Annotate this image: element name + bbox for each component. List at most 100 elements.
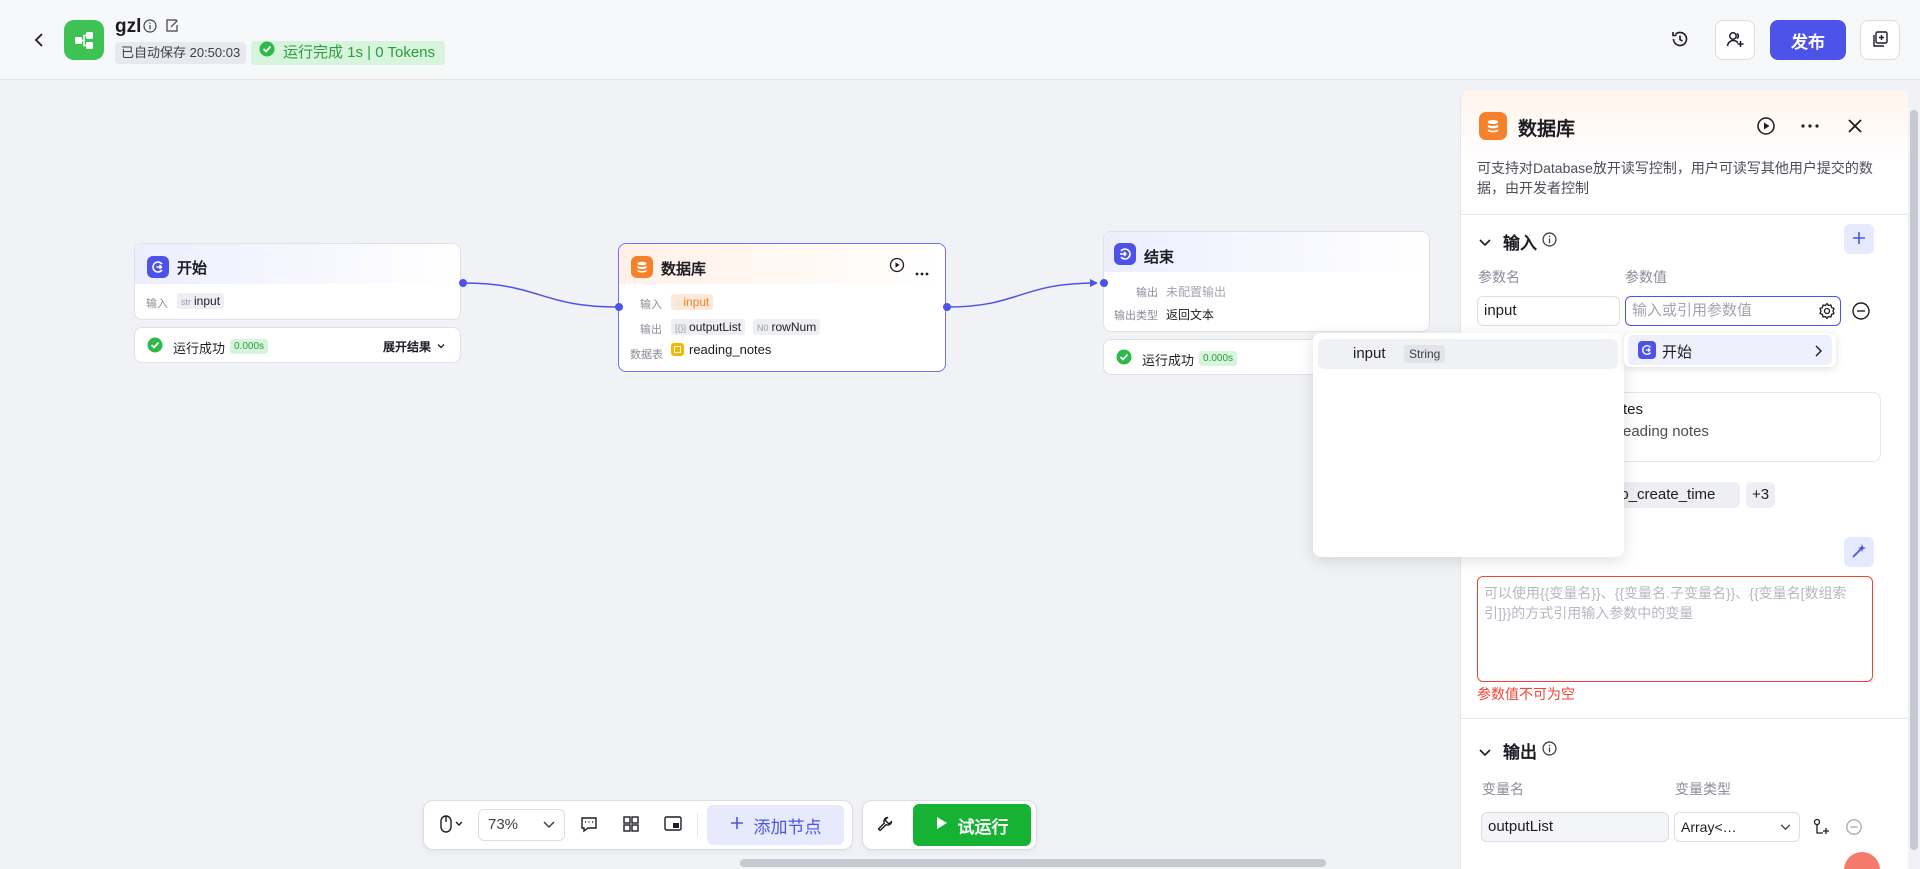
db-input-name: input	[683, 295, 710, 309]
table-card-title: tes	[1623, 401, 1644, 418]
edit-icon[interactable]	[165, 19, 179, 36]
source-node-option[interactable]: 开始	[1628, 335, 1832, 365]
node-run-icon[interactable]	[889, 257, 905, 276]
end-node-title: 结束	[1144, 249, 1175, 266]
output-var-name[interactable]: outputList	[1481, 812, 1669, 842]
end-output-label: 输出	[1136, 287, 1158, 299]
field-chip: io_create_time	[1611, 482, 1740, 508]
info-icon[interactable]	[1542, 232, 1557, 250]
db-output-2-type: N0	[757, 323, 769, 333]
comment-icon	[580, 815, 598, 836]
minimap-icon	[663, 815, 683, 836]
add-input-button[interactable]	[1844, 224, 1874, 254]
remove-param-icon[interactable]	[1851, 301, 1871, 324]
app-title: gzl	[115, 16, 142, 37]
variable-option-name: input	[1353, 345, 1386, 362]
collapse-output-icon[interactable]	[1479, 745, 1491, 761]
back-icon[interactable]	[28, 28, 52, 52]
play-icon	[936, 815, 948, 835]
end-output-type-label: 输出类型	[1114, 310, 1158, 322]
param-value-field[interactable]: 输入或引用参数值	[1625, 296, 1841, 326]
info-icon[interactable]	[1542, 741, 1557, 759]
variable-option[interactable]: input String	[1318, 339, 1618, 369]
db-input-label: 输入	[640, 299, 662, 311]
source-node-popover: 开始	[1624, 333, 1836, 367]
db-output-label: 输出	[640, 324, 662, 336]
output-var-type: Array<…	[1681, 819, 1737, 835]
sql-input[interactable]: 可以使用{{变量名}}、{{变量名.子变量名}}、{{变量名[数组索引]}}的方…	[1477, 576, 1873, 682]
debug-settings-button[interactable]	[873, 813, 897, 837]
db-output-2-name: rowNum	[771, 320, 817, 334]
db-input-tag: ◌input	[671, 294, 714, 310]
start-node-title: 开始	[177, 260, 208, 277]
chevron-down-icon	[543, 821, 555, 829]
start-icon	[147, 256, 169, 278]
expand-result-button[interactable]: 展开结果	[383, 338, 446, 355]
end-output-type-value: 返回文本	[1166, 308, 1215, 322]
copy-icon	[1871, 30, 1889, 51]
auto-layout-button[interactable]	[619, 813, 643, 837]
try-run-label: 试运行	[957, 817, 1009, 837]
end-icon	[1114, 243, 1136, 265]
avatar[interactable]	[1844, 852, 1880, 869]
db-table-label: 数据表	[630, 349, 663, 361]
minimap-button[interactable]	[661, 813, 685, 837]
db-output-port[interactable]	[943, 303, 951, 311]
sql-error-message: 参数值不可为空	[1477, 686, 1575, 702]
close-icon[interactable]	[1843, 114, 1867, 138]
history-button[interactable]	[1660, 20, 1700, 60]
plus-icon	[1852, 231, 1866, 248]
db-input-port[interactable]	[615, 303, 623, 311]
start-output-port[interactable]	[459, 279, 467, 287]
magic-icon	[1851, 543, 1867, 562]
start-run-time: 0.000s	[230, 339, 269, 354]
output-var-type-select[interactable]: Array<…	[1674, 812, 1800, 842]
mouse-mode-button[interactable]	[434, 813, 470, 837]
add-sub-field-icon[interactable]	[1811, 817, 1831, 840]
input-section-title: 输入	[1503, 234, 1537, 253]
layout-icon	[622, 815, 640, 836]
panel-run-icon[interactable]	[1754, 114, 1778, 138]
param-name-field[interactable]: input	[1477, 296, 1620, 326]
node-config-panel: 数据库 可支持对Database放开读写控制，用户可读写其他用户提交的数据，由开…	[1460, 90, 1908, 869]
collapse-input-icon[interactable]	[1479, 235, 1491, 251]
zoom-select[interactable]: 73%	[478, 809, 565, 841]
start-input-name: input	[194, 294, 221, 308]
run-status-badge: 运行完成 1s | 0 Tokens	[251, 41, 446, 65]
top-header: gzl 已自动保存 20:50:03 运行完成 1s | 0 Tokens 发布	[0, 0, 1920, 80]
panel-scrollbar[interactable]	[1908, 90, 1920, 869]
panel-more-icon[interactable]	[1798, 114, 1822, 138]
chevron-down-icon	[1780, 824, 1791, 831]
database-node-title: 数据库	[661, 261, 707, 278]
canvas-scrollbar[interactable]	[740, 859, 1326, 867]
more-icon[interactable]	[915, 263, 929, 279]
end-node[interactable]: 结束 输出 未配置输出 输出类型 返回文本	[1103, 231, 1430, 332]
end-run-time: 0.000s	[1199, 351, 1238, 366]
history-icon	[1670, 29, 1690, 52]
db-table-name: reading_notes	[689, 342, 772, 357]
wrench-icon	[876, 815, 894, 836]
add-node-button[interactable]: 添加节点	[707, 805, 844, 845]
check-circle-icon	[147, 337, 163, 356]
try-run-button[interactable]: 试运行	[913, 804, 1031, 846]
ai-generate-sql-button[interactable]	[1844, 537, 1874, 567]
publish-button[interactable]: 发布	[1770, 20, 1846, 60]
var-name-header: 变量名	[1482, 781, 1524, 797]
end-input-port[interactable]	[1100, 279, 1108, 287]
comment-button[interactable]	[577, 813, 601, 837]
duplicate-button[interactable]	[1860, 20, 1900, 60]
panel-title: 数据库	[1518, 119, 1576, 140]
param-value-header: 参数值	[1625, 269, 1667, 285]
mouse-icon	[439, 814, 465, 837]
settings-icon[interactable]	[1818, 302, 1836, 330]
info-icon[interactable]	[143, 19, 157, 36]
collaborators-button[interactable]	[1715, 20, 1755, 60]
start-run-text: 运行成功	[173, 341, 226, 356]
variable-option-type: String	[1404, 345, 1446, 363]
remove-output-icon[interactable]	[1845, 818, 1863, 839]
